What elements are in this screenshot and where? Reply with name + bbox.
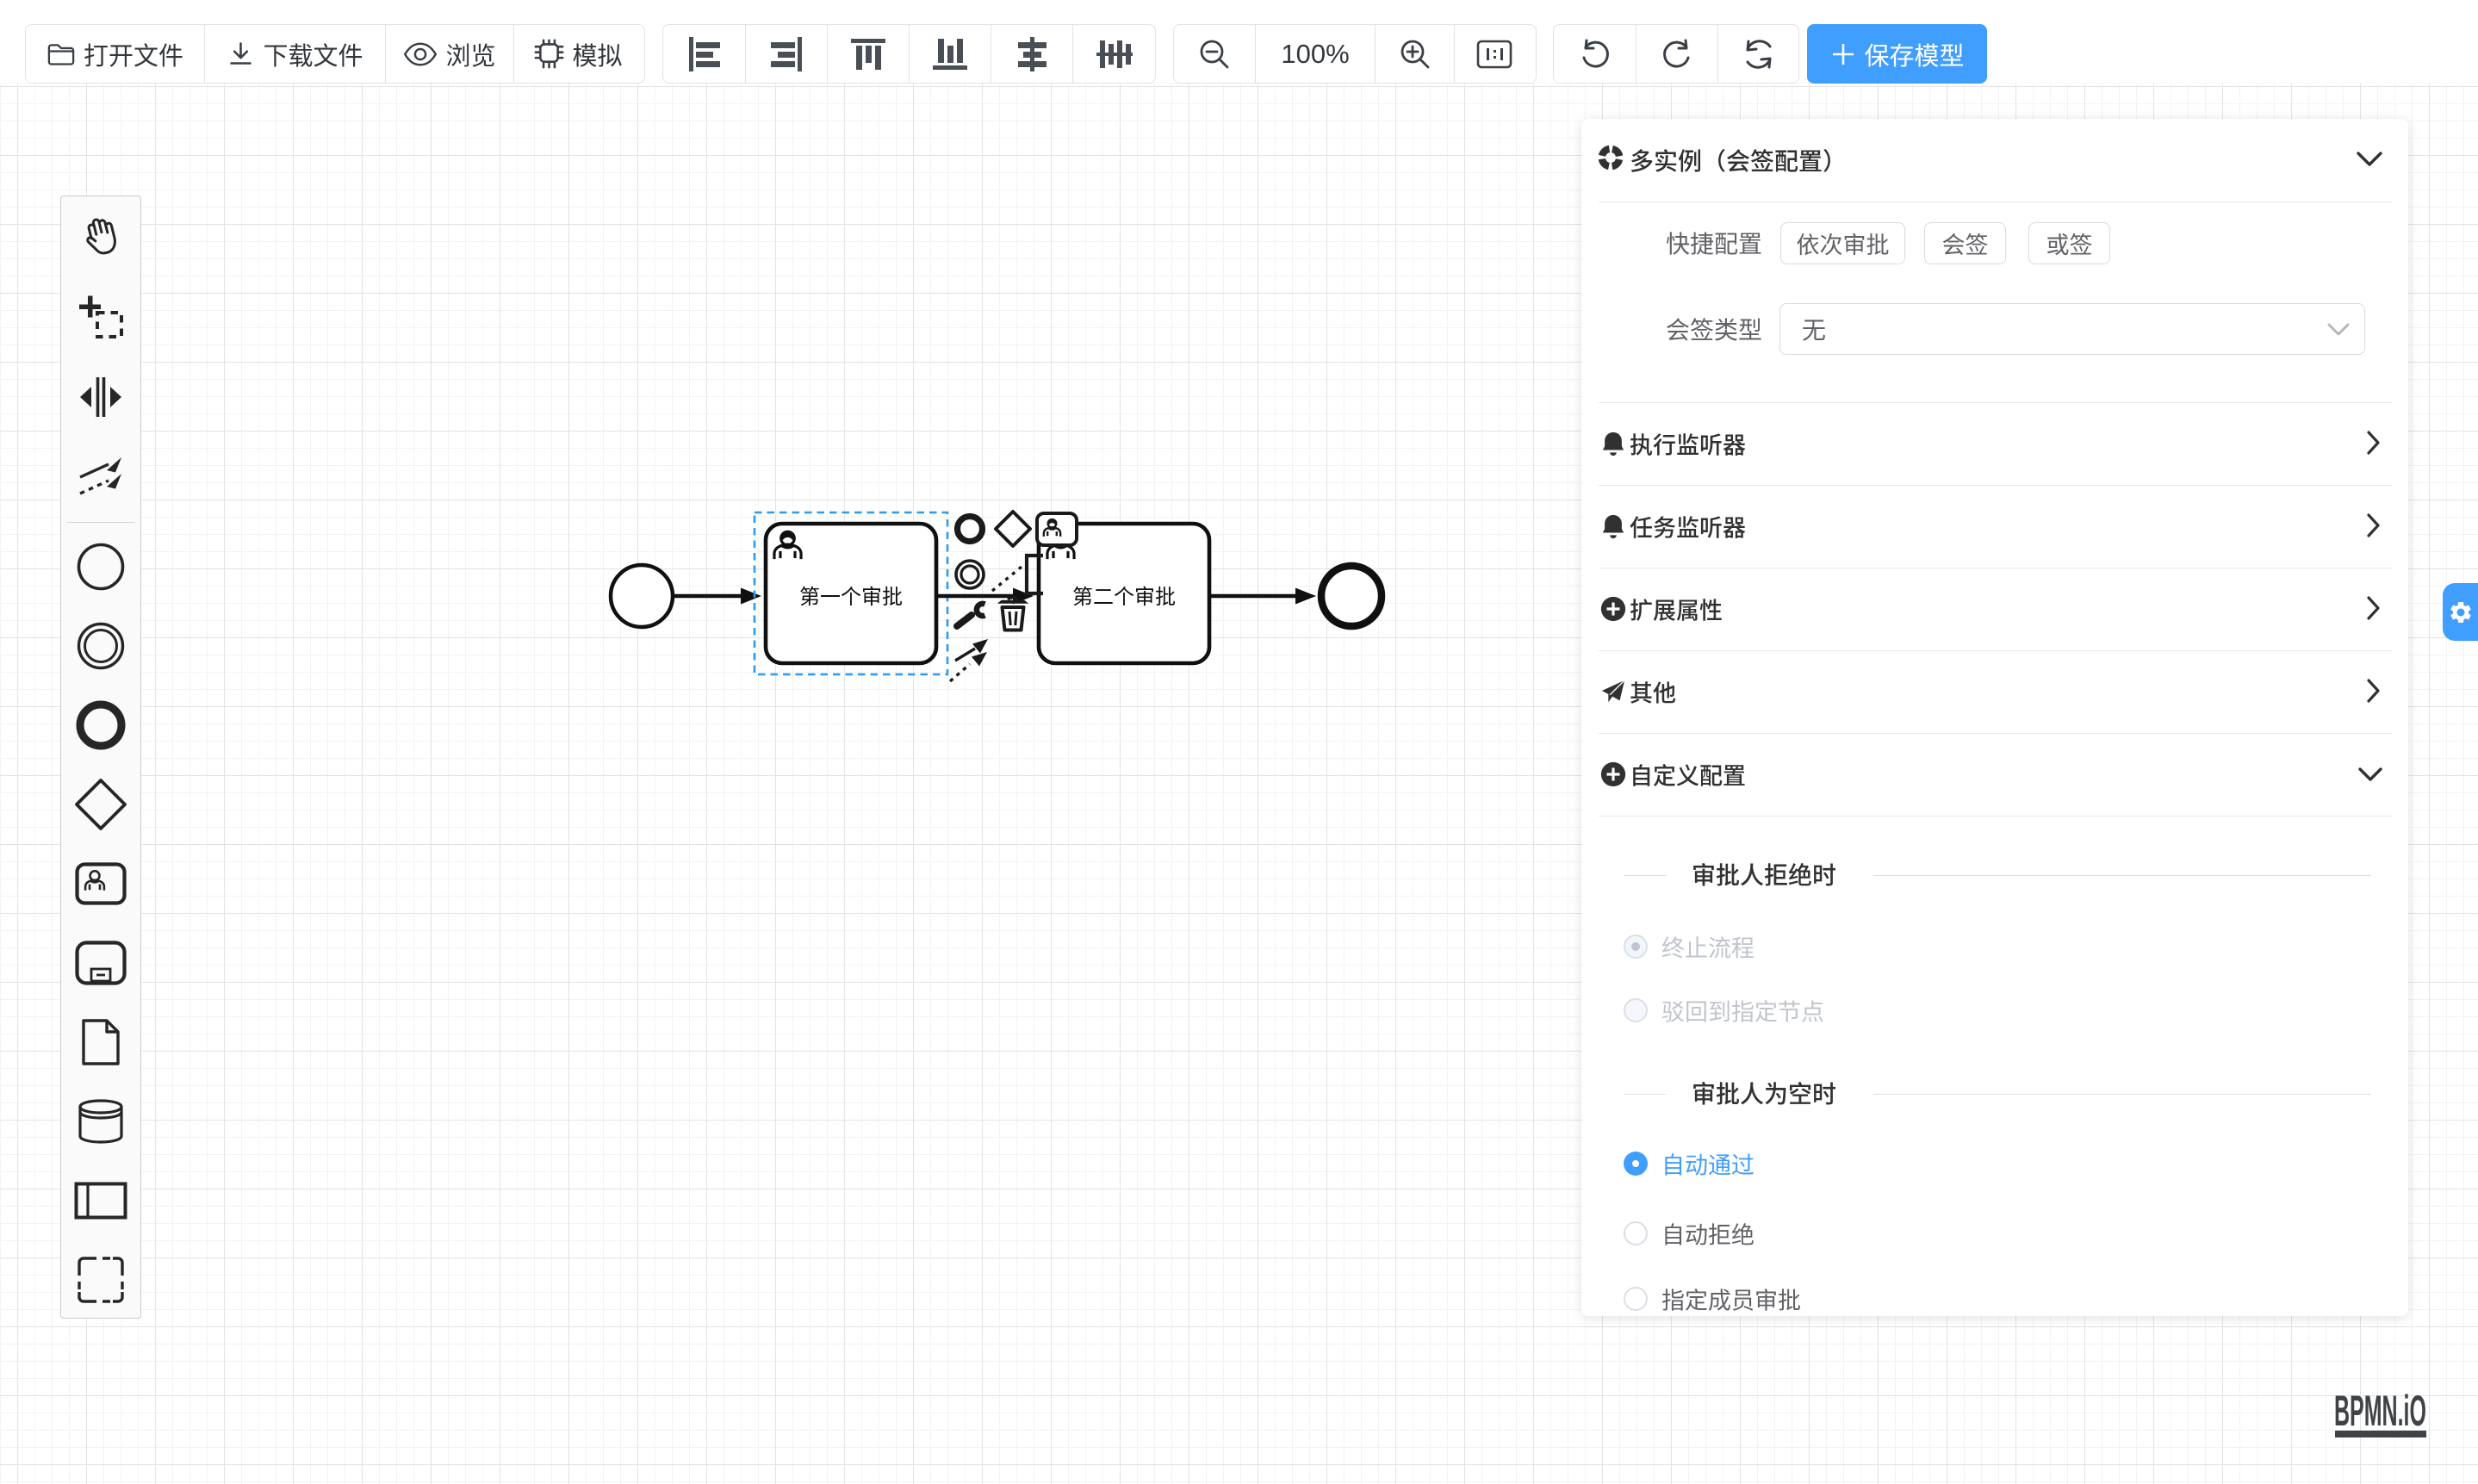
svg-text:第二个审批: 第二个审批 — [1072, 586, 1176, 609]
svg-text:第一个审批: 第一个审批 — [799, 586, 903, 609]
